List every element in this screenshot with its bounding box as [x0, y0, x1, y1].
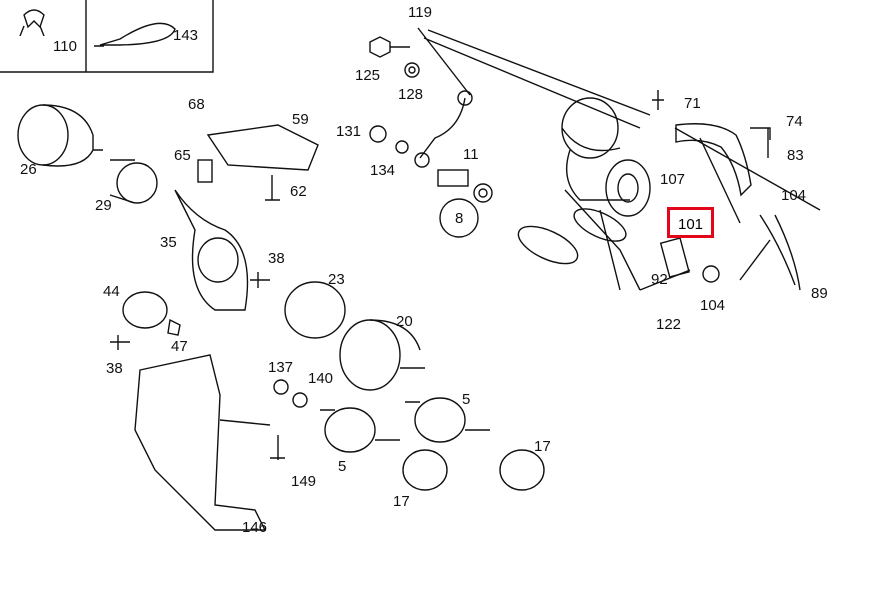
part-label[interactable]: 44 — [103, 283, 120, 300]
part-label[interactable]: 29 — [95, 197, 112, 214]
part-label[interactable]: 137 — [268, 359, 294, 376]
part-label[interactable]: 131 — [336, 123, 362, 140]
highlighted-part-101[interactable]: 101 — [667, 207, 714, 238]
part-label[interactable]: 8 — [455, 210, 464, 227]
legend-part-110[interactable]: 110 — [53, 38, 77, 55]
part-label[interactable]: 38 — [268, 250, 285, 267]
part-label[interactable]: 107 — [660, 171, 686, 188]
part-label[interactable]: 5 — [462, 391, 471, 408]
part-label[interactable]: 5 — [338, 458, 347, 475]
part-label[interactable]: 104 — [781, 187, 807, 204]
part-label[interactable]: 89 — [811, 285, 828, 302]
part-label[interactable]: 17 — [393, 493, 410, 510]
part-label[interactable]: 140 — [308, 370, 334, 387]
fuel-parts — [369, 36, 771, 283]
part-label[interactable]: 47 — [171, 338, 188, 355]
part-label[interactable]: 17 — [534, 438, 551, 455]
part-label[interactable]: 83 — [787, 147, 804, 164]
part-label[interactable]: 134 — [370, 162, 396, 179]
legend-box — [0, 0, 214, 73]
part-label[interactable]: 68 — [188, 96, 205, 113]
part-label[interactable]: 20 — [396, 313, 413, 330]
part-label[interactable]: 11 — [463, 146, 479, 163]
part-label[interactable]: 62 — [290, 183, 307, 200]
part-label[interactable]: 149 — [291, 473, 317, 490]
part-label[interactable]: 92 — [651, 271, 668, 288]
part-label-highlighted: 101 — [678, 216, 704, 233]
part-label[interactable]: 128 — [398, 86, 424, 103]
part-label[interactable]: 65 — [174, 147, 191, 164]
part-label[interactable]: 74 — [786, 113, 803, 130]
part-label[interactable]: 38 — [106, 360, 123, 377]
part-label[interactable]: 119 — [408, 4, 432, 21]
part-label[interactable]: 146 — [242, 519, 268, 536]
part-label[interactable]: 59 — [292, 111, 309, 128]
part-label[interactable]: 26 — [20, 161, 37, 178]
part-label[interactable]: 35 — [160, 234, 177, 251]
part-label[interactable]: 23 — [328, 271, 345, 288]
left-parts — [17, 104, 545, 531]
part-label[interactable]: 71 — [684, 95, 701, 112]
part-label[interactable]: 104 — [700, 297, 726, 314]
part-label[interactable]: 122 — [656, 316, 682, 333]
legend-part-143[interactable]: 143 — [173, 27, 199, 44]
part-label[interactable]: 125 — [355, 67, 381, 84]
